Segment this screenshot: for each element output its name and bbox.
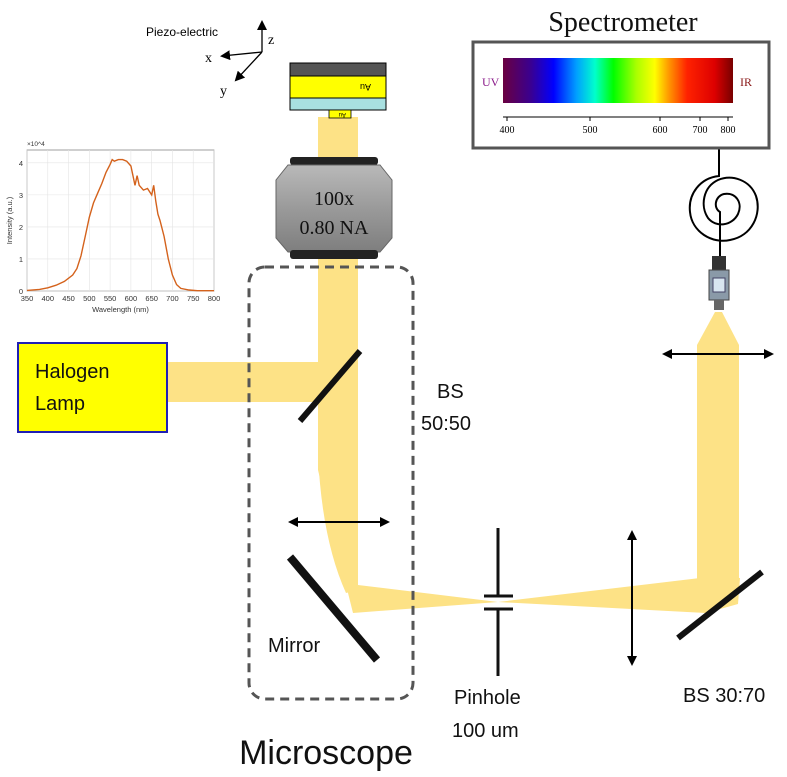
uv-label: UV — [482, 75, 500, 89]
fiber-spiral-icon — [688, 148, 759, 256]
y-tick-label: 1 — [19, 255, 23, 264]
x-axis-label: Wavelength (nm) — [92, 305, 149, 314]
halogen-lamp: Halogen Lamp — [17, 342, 168, 433]
microscope-box — [247, 265, 415, 701]
spectrometer-tick-label: 600 — [653, 125, 668, 136]
x-tick-label: 600 — [125, 294, 138, 303]
series-line — [26, 158, 214, 292]
bs1-label-line1: BS — [437, 381, 464, 403]
x-tick-label: 350 — [21, 294, 34, 303]
y-tick-label: 2 — [19, 223, 23, 232]
microscope-title: Microscope — [239, 734, 413, 772]
x-tick-label: 450 — [62, 294, 75, 303]
sample-top-label: Au — [360, 82, 371, 92]
sample-stack: Au Au — [289, 62, 387, 119]
sample-bottom-label: Au — [339, 111, 346, 117]
objective: 100x 0.80 NA — [275, 157, 393, 259]
beam-from-pinhole — [498, 578, 740, 613]
objective-magnification: 100x — [314, 188, 354, 210]
beam-to-pinhole — [346, 585, 498, 613]
lamp-label-line2: Lamp — [35, 393, 85, 415]
spectrometer-tick-label: 800 — [721, 125, 736, 136]
beam-to-fiber — [697, 345, 739, 580]
axis-y-label: y — [220, 84, 227, 99]
beam-paths — [167, 117, 740, 613]
x-tick-label: 400 — [42, 294, 55, 303]
mirror — [286, 554, 381, 663]
spectrometer-tick-label: 500 — [583, 125, 598, 136]
bs2-label: BS 30:70 — [683, 685, 765, 707]
bs1-label-line2: 50:50 — [421, 413, 471, 435]
fiber-connector-icon — [708, 256, 730, 310]
x-tick-label: 500 — [83, 294, 96, 303]
piezo-axes: Piezo-electric z x y — [146, 20, 274, 99]
x-tick-label: 550 — [104, 294, 117, 303]
ir-label: IR — [740, 75, 752, 89]
mirror-label: Mirror — [268, 635, 321, 657]
y-axis-label: Intensity (a.u.) — [5, 196, 14, 244]
y-tick-label: 4 — [19, 159, 23, 168]
piezo-label: Piezo-electric — [146, 25, 218, 39]
objective-na: 0.80 NA — [300, 217, 369, 239]
vertical-beam-lower — [318, 455, 358, 593]
y-multiplier: ×10^4 — [27, 141, 45, 148]
beam-splitter-30-70 — [676, 569, 764, 641]
beam-fiber-cone — [697, 312, 739, 345]
pinhole-label-line2: 100 um — [452, 720, 519, 742]
spectrum-bar — [503, 58, 733, 103]
spectrum-plot: 350 400 450 500 550 600 650 700 750 800 0 1 2 3 4 ×10^4… — [5, 141, 220, 314]
pinhole — [484, 528, 513, 676]
spectrometer-title: Spectrometer — [548, 7, 698, 38]
axis-z-label: z — [268, 33, 274, 48]
x-tick-label: 800 — [208, 294, 221, 303]
spectrometer-tick-label: 400 — [500, 125, 515, 136]
beam-splitter-50-50 — [297, 349, 363, 423]
y-tick-label: 3 — [19, 191, 23, 200]
axis-x-label: x — [205, 51, 212, 66]
spectrometer-tick-label: 700 — [693, 125, 708, 136]
pinhole-label-line1: Pinhole — [454, 687, 521, 709]
plot-area — [26, 149, 215, 292]
y-tick-label: 0 — [19, 287, 23, 296]
spectrometer: Spectrometer UV IR 400 500 600 700 800 — [471, 7, 771, 150]
lamp-beam — [167, 362, 337, 402]
x-tick-label: 750 — [187, 294, 200, 303]
x-tick-label: 650 — [145, 294, 158, 303]
x-tick-label: 700 — [166, 294, 179, 303]
lamp-label-line1: Halogen — [35, 361, 110, 383]
